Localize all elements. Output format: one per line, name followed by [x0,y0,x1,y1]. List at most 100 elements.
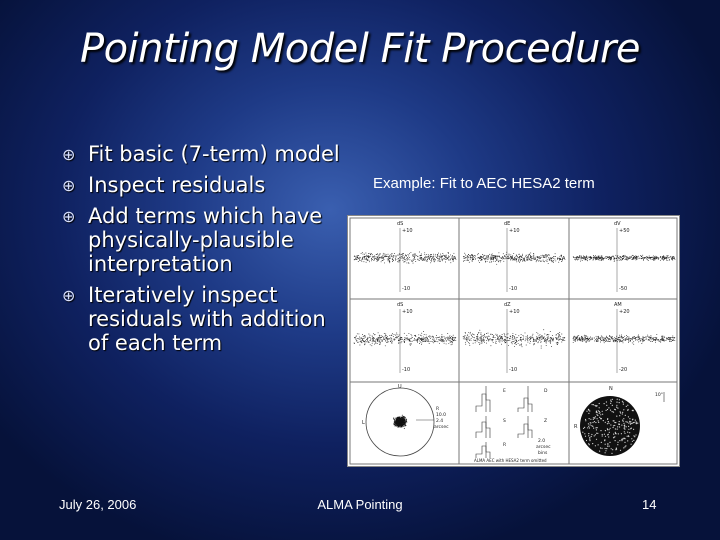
scatter-point [548,254,550,256]
scatter-point [430,260,432,261]
scatter-point [587,260,589,262]
scatter-point [388,259,390,261]
scatter-point [614,260,615,262]
scatter-point [632,257,634,259]
crosshair-bullet-icon: ⊕ [62,176,76,195]
scatter-point [575,259,577,261]
scatter-point [549,258,551,260]
scatter-point [636,255,637,257]
scatter-point [552,337,554,339]
scatter-point [579,338,581,339]
scatter-point [425,257,427,259]
scatter-point [535,261,537,263]
circle-top-label: U [398,384,402,390]
scatter-point [356,257,358,259]
scatter-point [609,335,611,337]
scatter-point [543,329,545,331]
scatter-point [629,340,631,342]
scatter-point [486,256,488,258]
scatter-point [579,339,581,341]
scatter-point [525,254,527,256]
scatter-point [579,337,581,338]
scatter-point [483,339,485,341]
scatter-point [601,259,603,261]
scatter-point [599,337,601,339]
cluster-point [400,423,402,425]
scatter-point [543,338,545,340]
scatter-point [505,342,507,344]
sky-point [617,407,619,409]
scatter-point [504,255,506,257]
scatter-point [395,255,397,257]
scatter-point [590,257,592,259]
scatter-point [437,341,439,343]
scatter-point [666,259,668,261]
scatter-point [573,337,575,339]
scatter-point [490,258,492,260]
scatter-point [441,255,443,257]
scatter-point [535,256,537,258]
scatter-point [559,338,561,340]
scatter-point [471,256,473,258]
scatter-point [438,258,440,260]
scatter-point [481,342,482,344]
scatter-point [527,341,529,343]
scatter-point [542,256,544,258]
sky-point [606,428,608,430]
cluster-point [405,423,407,425]
scatter-point [515,259,517,260]
scatter-point [586,255,587,257]
scatter-point [449,335,451,337]
scatter-point [429,335,431,337]
scatter-point [378,334,380,336]
scatter-point [520,336,522,338]
scatter-point [477,254,479,256]
scatter-point [369,344,371,346]
sky-point [611,452,613,454]
sky-point [603,433,605,435]
scatter-point [425,341,427,343]
sky-point [608,407,610,409]
scatter-point [625,339,626,341]
scatter-point [554,256,556,257]
sky-coverage-plot: N R 10° [574,386,665,456]
sky-point [604,439,606,441]
scatter-point [560,338,562,340]
hist-note-line: 2.0 [538,438,545,444]
scatter-point [512,258,514,260]
scatter-point [509,339,511,341]
cluster-point [397,419,398,421]
scatter-point [414,339,416,341]
scatter-point [580,258,582,260]
scatter-point [490,259,492,261]
scatter-point [516,343,518,345]
scatter-point [602,258,604,259]
panel-axis-label: Z [562,337,566,343]
scatter-point [486,336,488,337]
scatter-point [602,257,604,259]
scatter-point [617,338,619,340]
sky-point [588,443,590,445]
scatter-point [386,258,388,260]
scatter-point [377,339,379,341]
scatter-point [661,337,663,339]
sky-point [586,410,588,412]
scatter-point [546,339,548,341]
scatter-point [549,257,551,259]
scatter-point [500,260,502,261]
scatter-point [472,333,474,335]
scatter-point [482,339,483,341]
scatter-point [552,339,554,341]
panel-axis-label: Z [453,337,457,343]
scatter-point [499,261,501,263]
scatter-point [545,259,547,261]
cluster-point [399,422,401,424]
scatter-point [578,256,580,258]
hist-note-line: bins [538,450,548,456]
scatter-point [530,259,532,261]
scatter-point [372,340,374,341]
scatter-point [382,254,384,256]
scatter-point [447,257,449,259]
scatter-point [355,259,357,260]
scatter-point [441,336,443,338]
